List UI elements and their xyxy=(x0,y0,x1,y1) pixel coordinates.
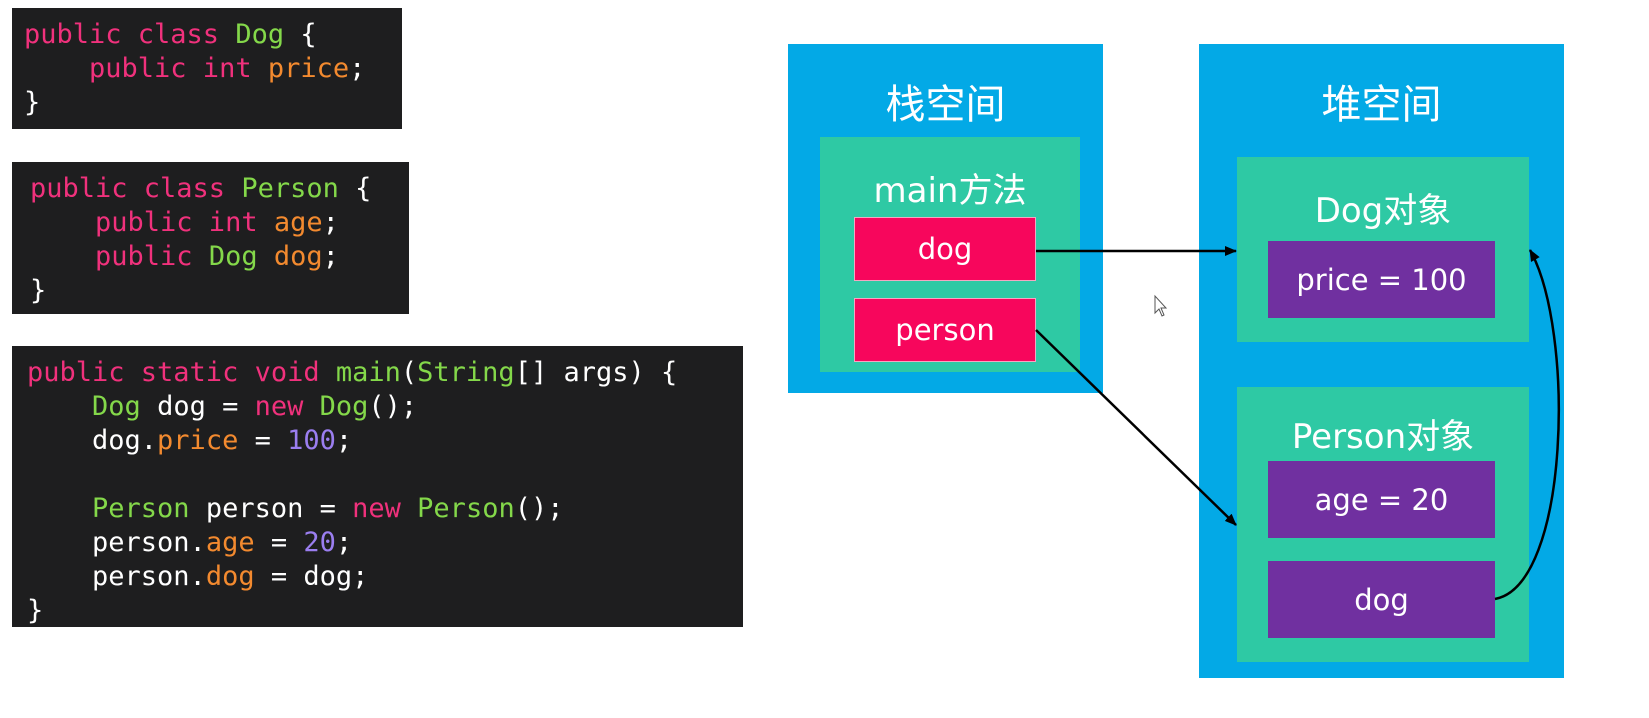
dog-object-title: Dog对象 xyxy=(1314,191,1452,231)
code-token: ; xyxy=(335,527,353,558)
code-token: [] args) { xyxy=(514,357,678,388)
code-line: dog.price = 100; xyxy=(27,424,743,458)
code-token: price xyxy=(157,425,239,456)
code-token: person = xyxy=(189,493,353,524)
mouse-cursor-icon xyxy=(1154,294,1168,317)
code-token: ; xyxy=(322,207,339,238)
code-token: new xyxy=(352,493,418,524)
arrow-person-dog-to-dog-object xyxy=(1494,249,1560,601)
code-token: new xyxy=(254,391,320,422)
dog-field-price: price = 100 xyxy=(1268,241,1495,318)
stack-var-person: person xyxy=(854,298,1036,362)
code-line: person.dog = dog; xyxy=(27,560,743,594)
code-token: String xyxy=(417,357,515,388)
stack-var-dog: dog xyxy=(854,217,1036,281)
code-token: ; xyxy=(349,53,366,84)
code-line: public Dog dog; xyxy=(30,240,409,274)
code-token: Person xyxy=(417,493,515,524)
heap-space-title: 堆空间 xyxy=(1321,82,1442,128)
code-token: ; xyxy=(335,425,353,456)
code-token: ; xyxy=(322,241,339,272)
code-token: public static void xyxy=(27,357,336,388)
code-token: dog. xyxy=(27,425,158,456)
code-token: main xyxy=(335,357,401,388)
code-token: = dog; xyxy=(254,561,369,592)
code-token: public class xyxy=(30,173,242,204)
code-token: Person xyxy=(241,173,339,204)
code-token: Dog xyxy=(319,391,369,422)
code-line: public class Dog { xyxy=(24,18,402,52)
code-token: = xyxy=(254,527,304,558)
code-token: Dog xyxy=(92,391,141,422)
code-token: (); xyxy=(514,493,564,524)
code-token: } xyxy=(27,595,44,626)
code-token: Dog xyxy=(208,241,274,272)
code-token: Person xyxy=(92,493,190,524)
code-token: dog = xyxy=(140,391,255,422)
code-line: } xyxy=(30,274,409,308)
code-token: age xyxy=(273,207,323,238)
code-block-person-class: public class Person { public int age; pu… xyxy=(12,162,409,314)
code-line: Person person = new Person(); xyxy=(27,492,743,526)
code-token: } xyxy=(30,275,47,306)
code-line: public int age; xyxy=(30,206,409,240)
code-token: age xyxy=(205,527,255,558)
code-token: public int xyxy=(30,207,274,238)
person-field-dog: dog xyxy=(1268,561,1495,638)
code-token: 20 xyxy=(303,527,336,558)
code-block-main-method: public static void main(String[] args) {… xyxy=(12,346,743,627)
person-field-age: age = 20 xyxy=(1268,461,1495,538)
code-line: public static void main(String[] args) { xyxy=(27,356,743,390)
main-method-title: main方法 xyxy=(873,171,1027,211)
code-token: price xyxy=(267,53,350,84)
code-line: person.age = 20; xyxy=(27,526,743,560)
stack-space-title: 栈空间 xyxy=(885,82,1006,128)
code-token: person. xyxy=(27,527,206,558)
code-block-dog-class: public class Dog { public int price;} xyxy=(12,8,402,129)
code-token: { xyxy=(284,19,317,50)
code-token: (); xyxy=(368,391,418,422)
code-token: } xyxy=(24,87,41,118)
code-token: public class xyxy=(24,19,236,50)
person-object-title: Person对象 xyxy=(1291,417,1475,457)
code-line: } xyxy=(27,594,743,628)
code-token: dog xyxy=(205,561,255,592)
code-token: { xyxy=(338,173,372,204)
code-line: public int price; xyxy=(24,52,402,86)
code-token: public int xyxy=(24,53,268,84)
code-token: Dog xyxy=(235,19,285,50)
code-line: Dog dog = new Dog(); xyxy=(27,390,743,424)
code-token: public xyxy=(30,241,209,272)
code-token: person. xyxy=(27,561,206,592)
arrow-person-to-person-object xyxy=(1035,329,1237,526)
code-line: } xyxy=(24,86,402,120)
code-line: public class Person { xyxy=(30,172,409,206)
code-token: ( xyxy=(400,357,418,388)
code-token: dog xyxy=(273,241,323,272)
code-token: 100 xyxy=(287,425,336,456)
code-token: = xyxy=(238,425,288,456)
